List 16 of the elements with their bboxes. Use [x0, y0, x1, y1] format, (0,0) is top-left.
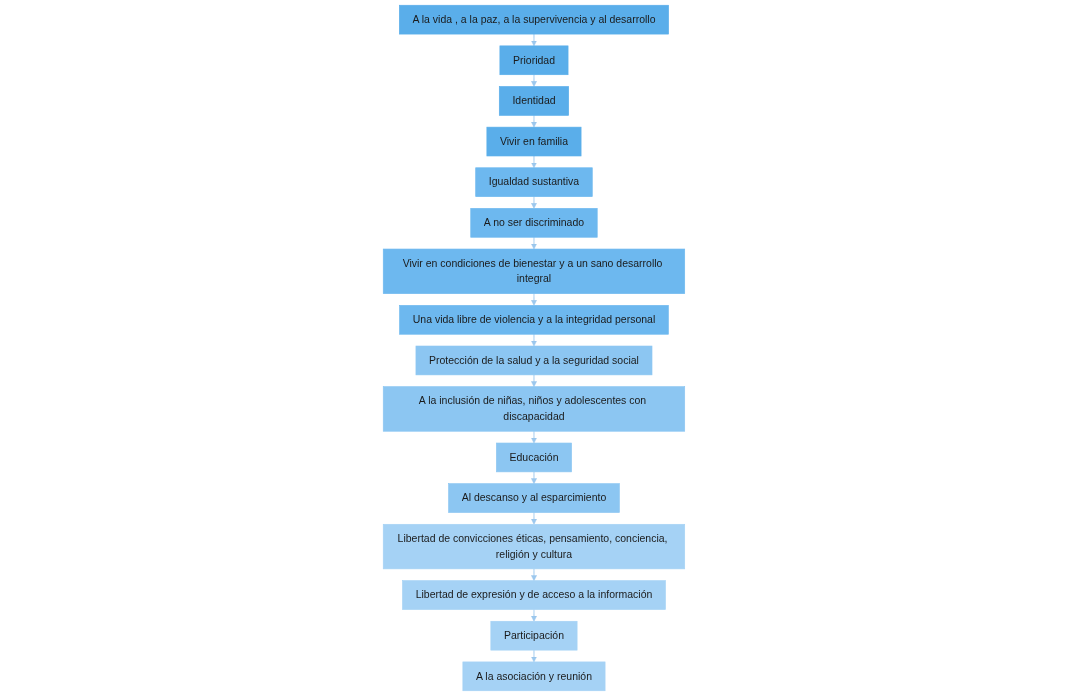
node-box: A no ser discriminado: [469, 208, 598, 238]
node-box: Vivir en condiciones de bienestar y a un sano desarrollo integral: [382, 248, 685, 294]
node-box: Al descanso y al esparcimiento: [447, 483, 620, 513]
node-box: A la vida , a la paz, a la supervivencia y al desarrollo: [398, 4, 669, 35]
node-box: Educación: [495, 442, 572, 473]
node-box: Libertad de convicciones éticas, pensamiento, conciencia, religión y cultura: [382, 523, 685, 570]
node-box: A la inclusión de niñas, niños y adolescentes con discapacidad: [382, 386, 685, 432]
node-box: Vivir en familia: [486, 126, 581, 157]
node-box: Prioridad: [499, 45, 568, 76]
node-box: Protección de la salud y a la seguridad social: [415, 345, 652, 376]
node-box: Libertad de expresión y de acceso a la información: [401, 580, 666, 610]
node-box: Participación: [490, 620, 577, 651]
node-box: Una vida libre de violencia y a la integridad personal: [398, 305, 669, 335]
node-box: Identidad: [498, 86, 569, 116]
node-box: Igualdad sustantiva: [474, 167, 593, 197]
node-box: A la asociación y reunión: [462, 661, 605, 692]
